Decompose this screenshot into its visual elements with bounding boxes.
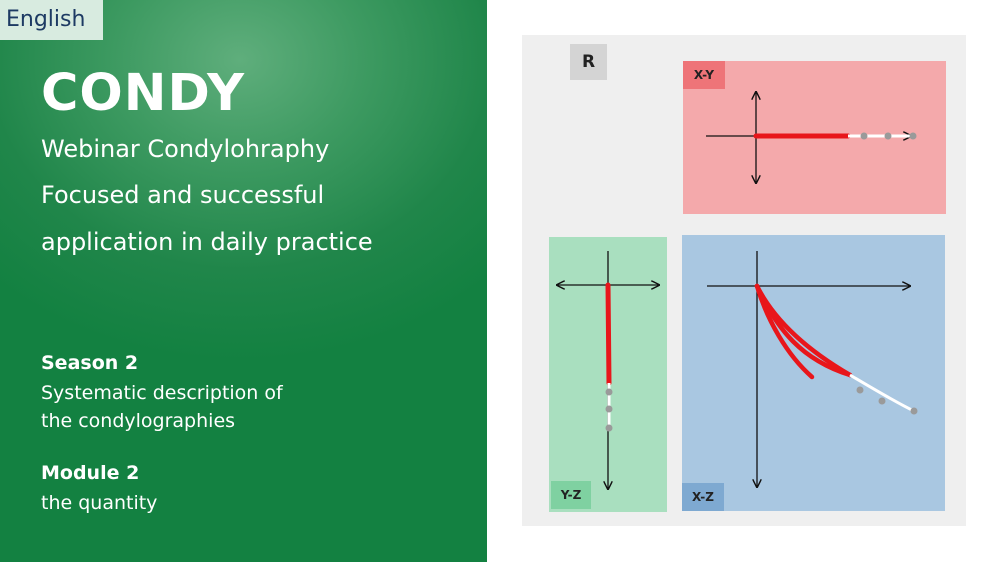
xz-plot: [707, 251, 918, 511]
condylography-figure: R X-Y Y-Z: [522, 35, 966, 526]
xy-point: [860, 132, 868, 140]
xy-label: X-Y: [683, 61, 725, 89]
xz-panel: X-Z: [682, 235, 945, 511]
title-panel: English CONDY Webinar Condylohraphy Focu…: [0, 0, 487, 562]
page-title: CONDY: [41, 64, 246, 123]
yz-label: Y-Z: [551, 481, 591, 509]
xz-trace: [754, 283, 853, 378]
subtitle-line-3: application in daily practice: [41, 228, 373, 256]
yz-point: [605, 405, 613, 413]
subtitle-line-2: Focused and successful: [41, 181, 325, 209]
xz-trace: [754, 283, 853, 378]
xz-point: [910, 407, 918, 415]
module-heading: Module 2: [41, 462, 140, 484]
side-label: R: [570, 44, 607, 80]
subtitle-line-1: Webinar Condylohraphy: [41, 135, 330, 163]
xz-label: X-Z: [682, 483, 724, 511]
yz-point: [605, 424, 613, 432]
yz-plot: [549, 251, 667, 512]
yz-point: [605, 388, 613, 396]
xz-point: [856, 386, 864, 394]
yz-trace: [605, 282, 612, 386]
xy-plot: [706, 61, 917, 214]
season-heading: Season 2: [41, 352, 139, 374]
season-line-1: Systematic description of: [41, 382, 283, 404]
module-line-1: the quantity: [41, 492, 158, 514]
xz-trace-tail: [849, 373, 915, 413]
season-line-2: the condylographies: [41, 410, 236, 432]
xy-point: [884, 132, 892, 140]
xy-panel: X-Y: [683, 61, 946, 214]
language-button[interactable]: English: [0, 0, 103, 40]
xz-point: [878, 397, 886, 405]
xy-point: [909, 132, 917, 140]
yz-panel: Y-Z: [549, 237, 667, 512]
